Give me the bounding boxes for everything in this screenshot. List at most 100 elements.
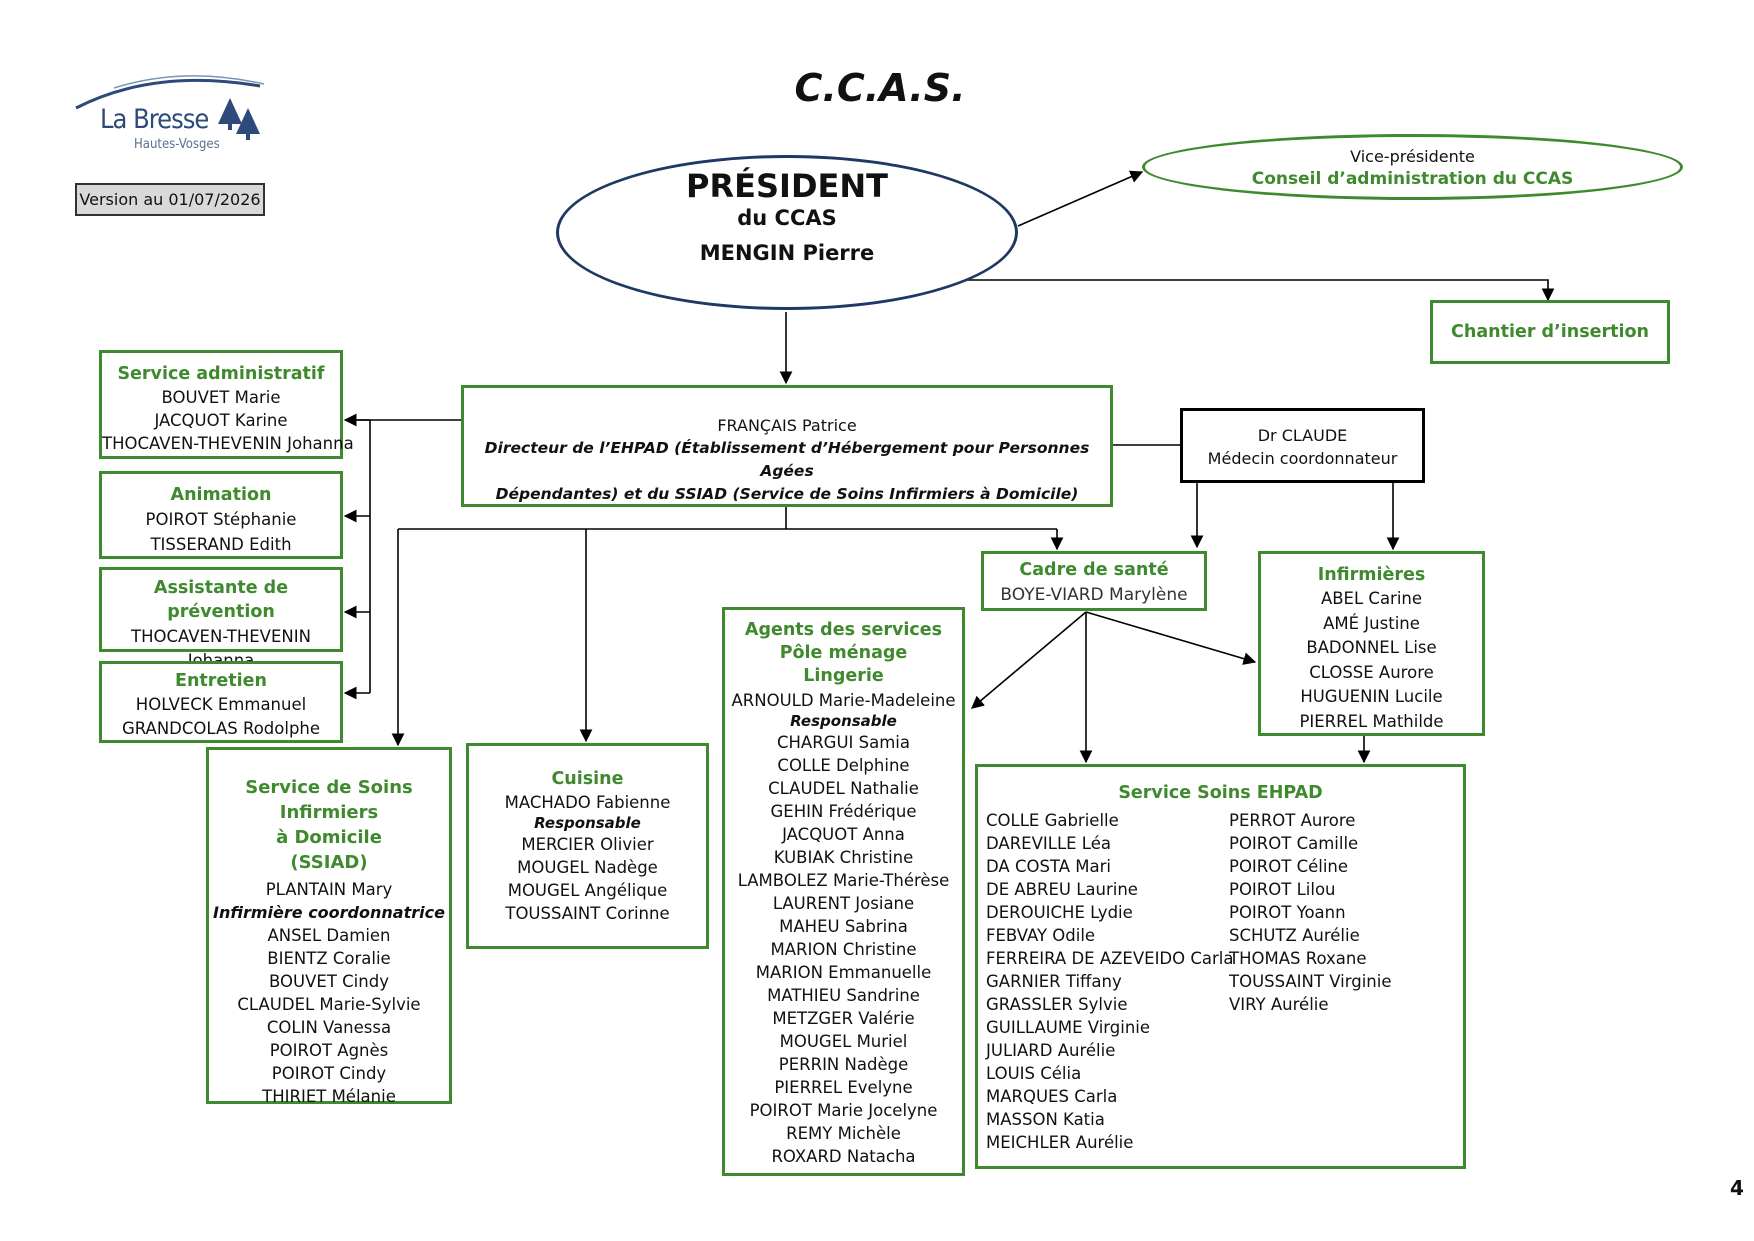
ssiad-title-line3: (SSIAD) xyxy=(290,852,368,873)
ehpad-member: MEICHLER Aurélie xyxy=(986,1133,1134,1152)
agents-lead: ARNOULD Marie-Madeleine xyxy=(731,691,956,710)
medecin-name: Dr CLAUDE xyxy=(1257,426,1348,445)
agents-member: KUBIAK Christine xyxy=(773,848,914,867)
ehpad-member: VIRY Aurélie xyxy=(1229,995,1329,1014)
president-org: du CCAS xyxy=(737,206,837,230)
connector-president-chantier xyxy=(965,279,1555,302)
ehpad-member: DA COSTA Mari xyxy=(986,857,1111,876)
ehpad-member: GUILLAUME Virginie xyxy=(986,1018,1151,1037)
ehpad-col2: PERROT Aurore POIROT Camille POIROT Céli… xyxy=(1229,809,1391,1016)
directeur-name: FRANÇAIS Patrice xyxy=(717,416,857,435)
agents-member: REMY Michèle xyxy=(786,1124,901,1143)
ssiad-member: THIRIET Mélanie xyxy=(262,1087,396,1106)
infirmieres-member: AMÉ Justine xyxy=(1323,613,1420,633)
cuisine-title: Cuisine xyxy=(551,769,624,789)
infirmieres-member: PIERREL Mathilde xyxy=(1299,711,1444,731)
chantier-box: Chantier d’insertion xyxy=(1430,300,1670,364)
logo-name: La Bresse xyxy=(100,104,209,135)
connector-president-vice xyxy=(1017,170,1144,227)
infirmieres-member: BADONNEL Lise xyxy=(1306,638,1437,657)
logo: La Bresse Hautes-Vosges xyxy=(74,74,274,159)
agents-member: MARION Christine xyxy=(770,940,917,959)
assistante-title: Assistante de prévention xyxy=(153,578,289,622)
ehpad-member: JULIARD Aurélie xyxy=(986,1041,1116,1060)
entretien-box: Entretien HOLVECK Emmanuel GRANDCOLAS Ro… xyxy=(99,661,343,743)
ehpad-member: FERREIRA DE AZEVEIDO Carla xyxy=(986,949,1234,968)
ssiad-title-line1: Service de Soins Infirmiers xyxy=(245,777,413,823)
cuisine-member: TOUSSAINT Corinne xyxy=(505,904,670,923)
assistante-box: Assistante de prévention THOCAVEN-THEVEN… xyxy=(99,567,343,670)
cuisine-member: MOUGEL Nadège xyxy=(517,858,658,877)
ehpad-member: DAREVILLE Léa xyxy=(986,834,1111,853)
service-admin-title: Service administratif xyxy=(117,364,325,384)
cuisine-lead: MACHADO Fabienne xyxy=(504,793,671,812)
assistante-member: THOCAVEN-THEVENIN xyxy=(131,627,311,646)
cuisine-member: MOUGEL Angélique xyxy=(507,881,668,900)
ehpad-title: Service Soins EHPAD xyxy=(1118,783,1323,803)
president-ellipse: PRÉSIDENT du CCAS MENGIN Pierre xyxy=(556,155,1018,310)
page-number: 4 xyxy=(1730,1176,1744,1200)
ssiad-lead: PLANTAIN Mary xyxy=(265,880,393,899)
agents-member: GEHIN Frédérique xyxy=(770,802,917,821)
agents-member: CLAUDEL Nathalie xyxy=(768,779,919,798)
ehpad-member: GRASSLER Sylvie xyxy=(986,995,1128,1014)
entretien-member: HOLVECK Emmanuel xyxy=(135,695,307,714)
agents-member: MATHIEU Sandrine xyxy=(767,986,920,1005)
logo-swoosh-icon xyxy=(75,75,265,110)
ehpad-box: Service Soins EHPAD COLLE Gabrielle DARE… xyxy=(975,764,1466,1169)
agents-member: PIERREL Evelyne xyxy=(774,1078,913,1097)
ehpad-member: LOUIS Célia xyxy=(986,1064,1082,1083)
ehpad-member: FEBVAY Odile xyxy=(986,926,1096,945)
connector-cadre-infirmieres xyxy=(1085,611,1257,665)
medecin-role: Médecin coordonnateur xyxy=(1207,449,1398,468)
vice-ellipse: Vice-présidente Conseil d’administration… xyxy=(1142,134,1683,200)
vice-council: Conseil d’administration du CCAS xyxy=(1251,169,1574,189)
ehpad-member: POIROT Céline xyxy=(1229,857,1349,876)
agents-lead-role: Responsable xyxy=(790,712,897,730)
agents-member: PERRIN Nadège xyxy=(778,1055,909,1074)
connector-cadre-agents xyxy=(971,611,1087,709)
animation-box: Animation POIROT Stéphanie TISSERAND Edi… xyxy=(99,471,343,559)
president-name: MENGIN Pierre xyxy=(699,241,875,265)
ssiad-member: POIROT Cindy xyxy=(271,1064,387,1083)
agents-member: ROXARD Natacha xyxy=(771,1147,916,1166)
service-admin-member: THOCAVEN-THEVENIN Johanna xyxy=(102,434,354,453)
chantier-label: Chantier d’insertion xyxy=(1451,322,1649,342)
vice-role: Vice-présidente xyxy=(1350,147,1475,166)
ehpad-member: GARNIER Tiffany xyxy=(986,972,1122,991)
infirmieres-title: Infirmières xyxy=(1317,565,1426,585)
ehpad-member: MASSON Katia xyxy=(986,1110,1105,1129)
agents-title-line1: Agents des services xyxy=(744,620,943,640)
directeur-box: FRANÇAIS Patrice Directeur de l’EHPAD (É… xyxy=(461,385,1113,507)
agents-member: POIROT Marie Jocelyne xyxy=(749,1101,938,1120)
ehpad-member: THOMAS Roxane xyxy=(1229,949,1367,968)
ssiad-member: POIROT Agnès xyxy=(269,1041,389,1060)
service-admin-member: JACQUOT Karine xyxy=(154,411,288,430)
ehpad-member: POIROT Camille xyxy=(1229,834,1359,853)
service-admin-member: BOUVET Marie xyxy=(161,388,281,407)
agents-member: COLLE Delphine xyxy=(777,756,910,775)
agents-member: CHARGUI Samia xyxy=(776,733,910,752)
agents-member: METZGER Valérie xyxy=(772,1009,915,1028)
agents-title-line3: Lingerie xyxy=(803,666,884,686)
pine-trees-icon xyxy=(218,98,260,140)
cuisine-member: MERCIER Olivier xyxy=(521,835,654,854)
agents-member: MARION Emmanuelle xyxy=(755,963,932,982)
entretien-title: Entretien xyxy=(175,671,267,691)
agents-member: LAMBOLEZ Marie-Thérèse xyxy=(737,871,950,890)
ehpad-member: DE ABREU Laurine xyxy=(986,880,1138,899)
ehpad-member: TOUSSAINT Virginie xyxy=(1229,972,1392,991)
infirmieres-box: Infirmières ABEL Carine AMÉ Justine BADO… xyxy=(1258,551,1485,736)
animation-title: Animation xyxy=(170,485,272,505)
entretien-member: GRANDCOLAS Rodolphe xyxy=(121,719,321,738)
ehpad-member: DEROUICHE Lydie xyxy=(986,903,1133,922)
agents-member: MOUGEL Muriel xyxy=(779,1032,908,1051)
ssiad-member: BOUVET Cindy xyxy=(269,972,389,991)
agents-member: LAURENT Josiane xyxy=(772,894,915,913)
ssiad-member: CLAUDEL Marie-Sylvie xyxy=(237,995,421,1014)
ssiad-member: ANSEL Damien xyxy=(267,926,391,945)
ehpad-member: SCHUTZ Aurélie xyxy=(1229,926,1360,945)
directeur-title-line2: Dépendantes) et du SSIAD (Service de Soi… xyxy=(495,485,1079,503)
infirmieres-member: HUGUENIN Lucile xyxy=(1300,687,1443,706)
